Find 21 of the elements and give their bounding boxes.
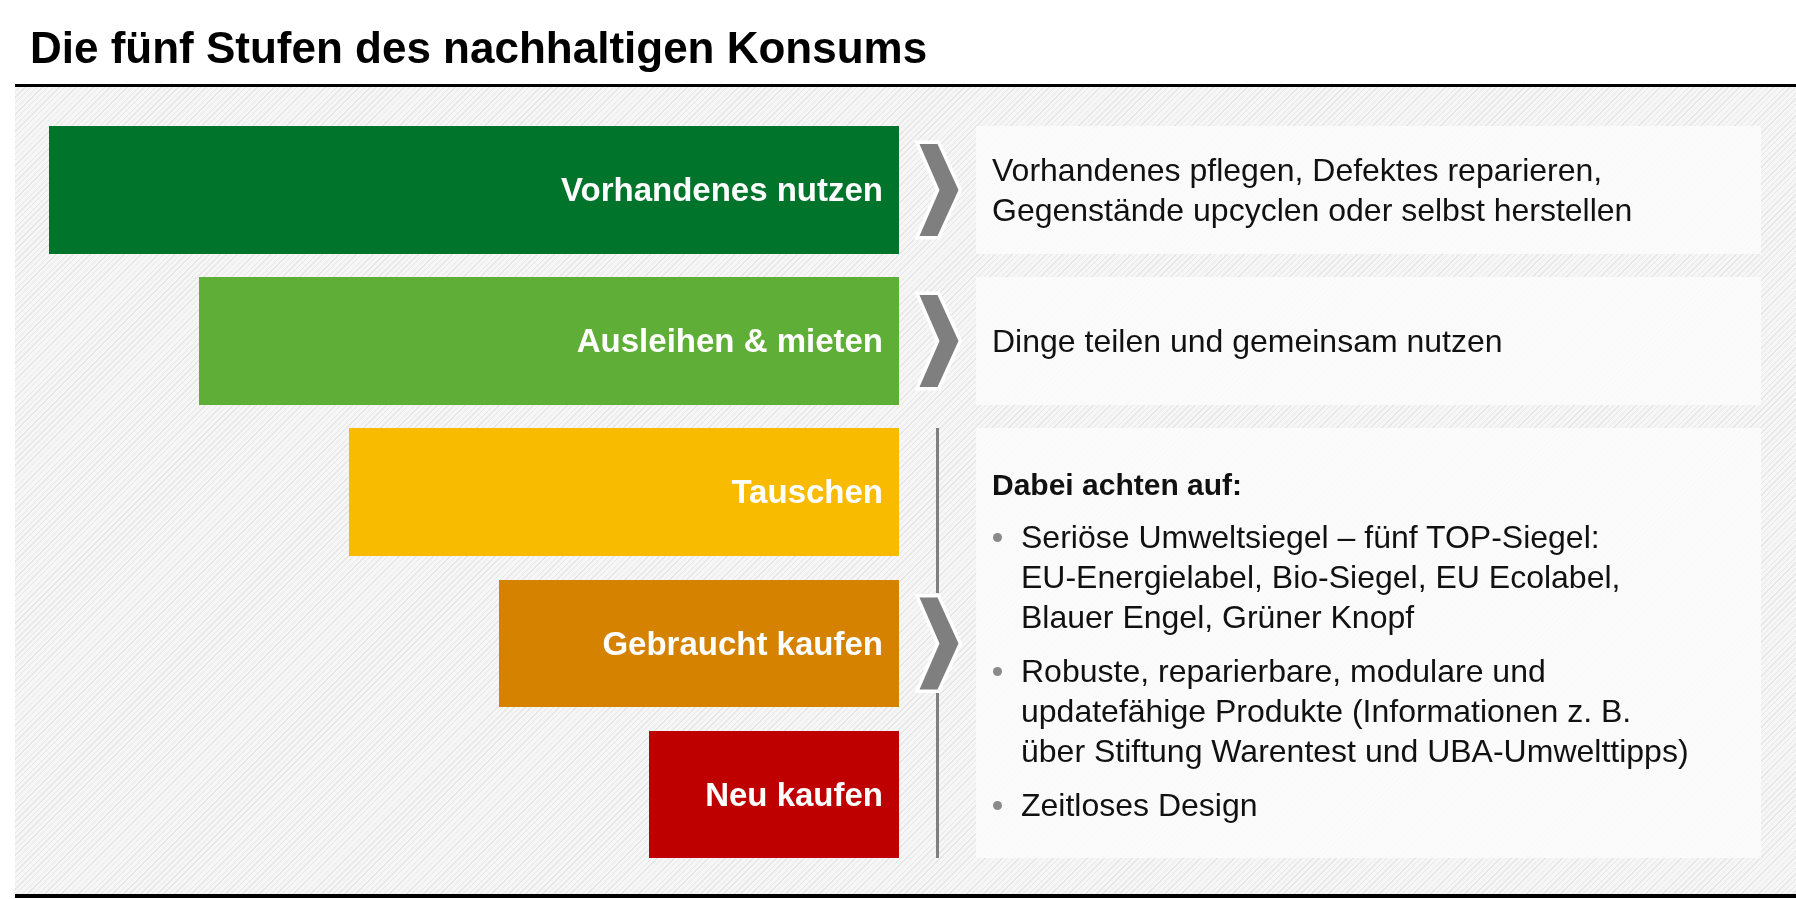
stage-bar [649,731,899,858]
stage-bar [49,126,899,254]
stage-label: Vorhandenes nutzen [560,170,883,210]
stage-bar [199,277,899,405]
bullet-text: Seriöse Umweltsiegel – fünf TOP-Siegel: EU-Energielabel, Bio-Siegel, EU Ecolabel, Blauer Engel, Grüner Knopf [1021,518,1622,637]
title: Die fünf Stufen des nachhaltigen Konsums [30,23,928,73]
chevron-arrow [914,140,963,240]
info-panel [976,428,1761,858]
stage-bar [499,580,899,707]
bullet-text: Zeitloses Design [1021,786,1259,825]
stage-label: Neu kaufen [705,774,883,815]
stage-label: Gebraucht kaufen [602,623,883,664]
stage-label: Tauschen [731,472,883,512]
bullet-text: Robuste, reparierbare, modulare und updatefähige Produkte (Informationen z. B. über Stiftung Warentest und UBA-Umwelttipps) [1021,652,1690,771]
stage-bar [349,428,899,556]
chevron-arrow [914,594,963,693]
description-text: Vorhandenes pflegen, Defektes reparieren, Gegenstände upcyclen oder selbst herstellen [992,151,1634,230]
panel-heading: Dabei achten auf: [992,467,1243,503]
stage-label: Ausleihen & mieten [576,321,883,361]
description-text: Dinge teilen und gemeinsam nutzen [992,322,1504,361]
chevron-arrow [914,291,963,391]
